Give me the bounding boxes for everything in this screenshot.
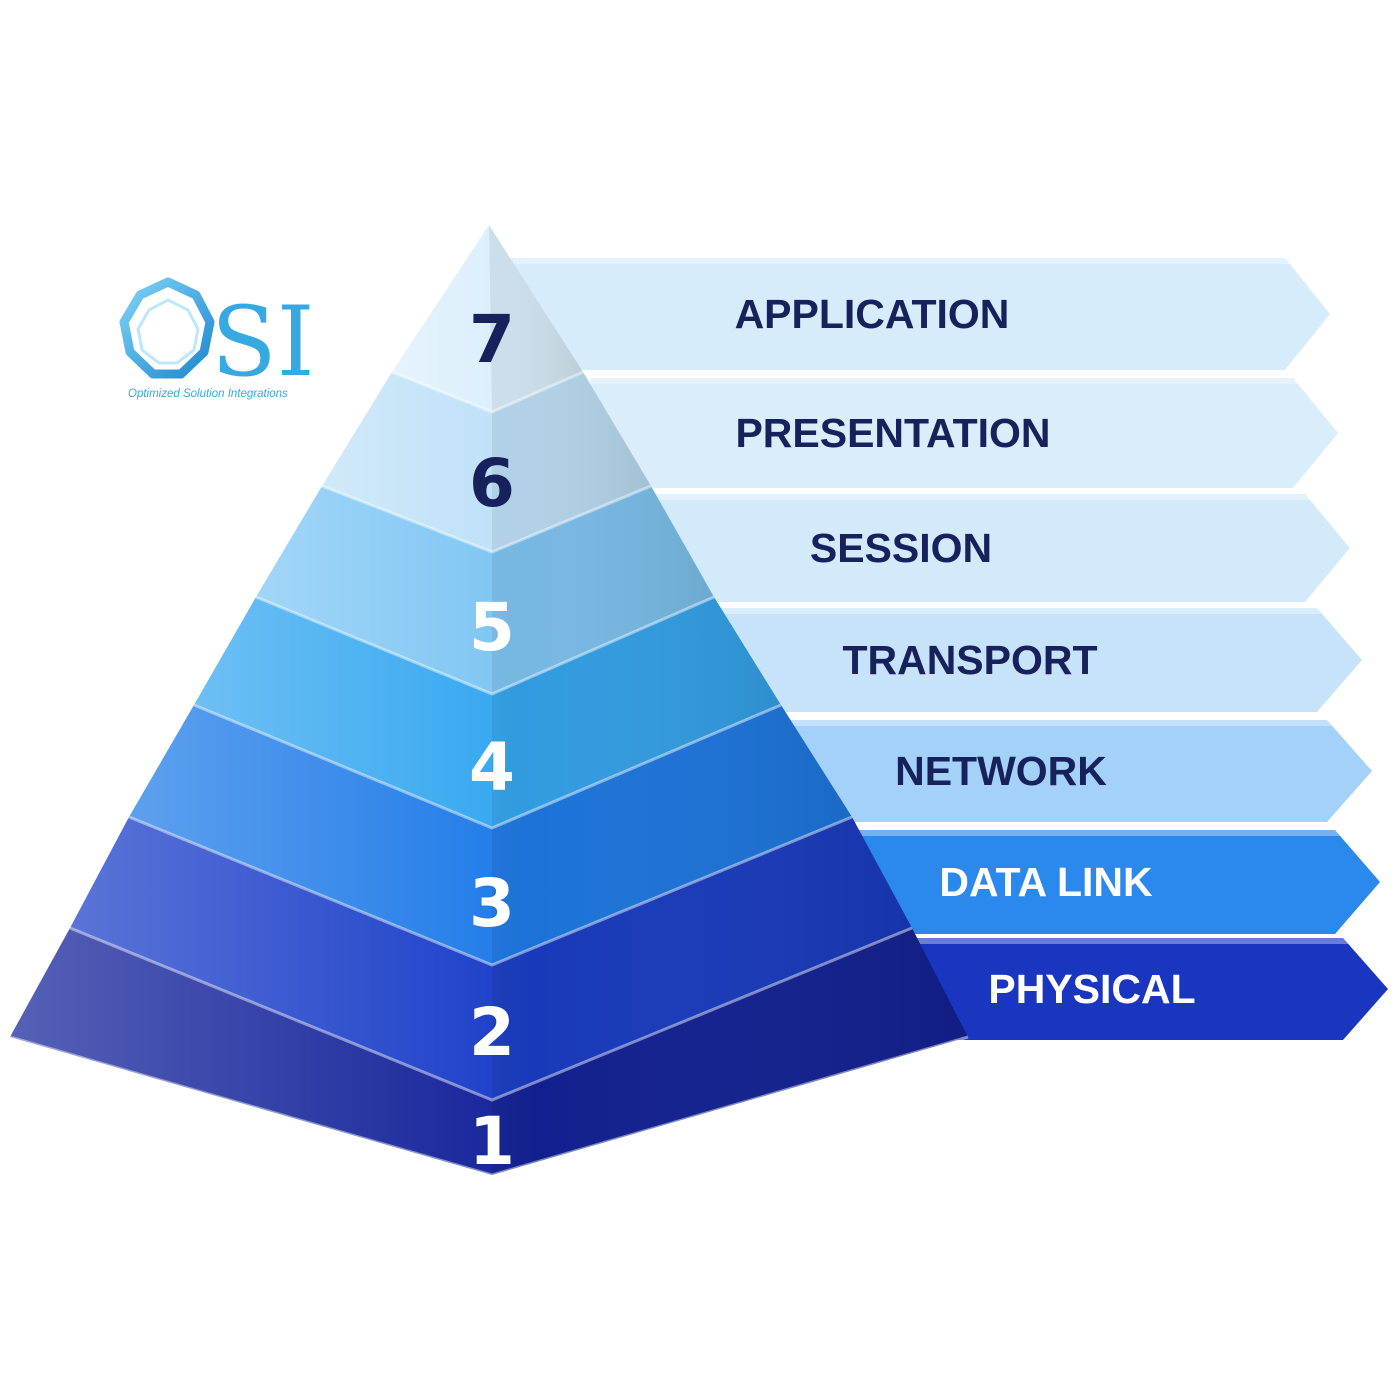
osi-logo: SI Optimized Solution Integrations [119, 277, 315, 400]
layer-band: SESSION [655, 494, 1350, 602]
layer-band-arrow [590, 378, 1338, 488]
layer-band-arrow [655, 494, 1350, 602]
layer-band-highlight [852, 830, 1340, 836]
pyramid-tiers: 1 2 3 4 5 6 7 [9, 225, 969, 1180]
layer-band-arrow [852, 830, 1380, 934]
layer-band: PHYSICAL [912, 938, 1388, 1040]
logo-tagline: Optimized Solution Integrations [128, 388, 288, 400]
layer-band-highlight [655, 494, 1310, 500]
layer-band-highlight [590, 378, 1298, 384]
pyramid-tier-edge [128, 815, 853, 967]
pyramid-tier-edge [321, 484, 652, 554]
layer-band: TRANSPORT [720, 608, 1362, 712]
logo-letters: SI [211, 286, 315, 398]
layer-name-label: SESSION [810, 525, 992, 571]
heptagon-logo-inner-icon [136, 298, 200, 365]
layer-bands: PHYSICAL DATA LINK NETWORK TRANSPORT SESSION… [510, 258, 1388, 1040]
pyramid-tier: 6 [321, 372, 652, 554]
pyramid-tier: 3 [128, 705, 853, 967]
layer-band-highlight [510, 258, 1290, 264]
layer-name-label: TRANSPORT [842, 637, 1097, 683]
pyramid-tier-edge [69, 926, 913, 1102]
layer-band: APPLICATION [510, 258, 1330, 370]
pyramid-tier: 4 [193, 597, 782, 830]
pyramid-tier-edge [391, 370, 584, 414]
layer-name-label: PHYSICAL [988, 966, 1195, 1012]
pyramid-tier-sheen [392, 225, 583, 412]
layer-number: 3 [469, 865, 515, 942]
layer-number: 2 [469, 994, 515, 1071]
layer-name-label: NETWORK [895, 748, 1107, 794]
layer-name-label: PRESENTATION [735, 410, 1050, 456]
layer-band: PRESENTATION [590, 378, 1338, 488]
pyramid-tier-sheen [129, 705, 852, 965]
layer-number: 5 [469, 589, 515, 666]
layer-band-highlight [912, 938, 1348, 944]
pyramid-tier-sheen [194, 597, 781, 828]
layer-band-arrow [720, 608, 1362, 712]
layer-number: 7 [469, 301, 515, 378]
layer-number: 6 [469, 445, 515, 522]
layer-number: 1 [469, 1103, 515, 1180]
layer-name-label: APPLICATION [735, 291, 1010, 337]
layer-band: NETWORK [785, 720, 1372, 822]
layer-band-arrow [510, 258, 1330, 370]
pyramid-tier-edge [255, 595, 715, 696]
layer-band-highlight [720, 608, 1322, 614]
layer-band: DATA LINK [852, 830, 1380, 934]
heptagon-logo-icon [119, 277, 215, 379]
pyramid-tier-edge [193, 703, 782, 830]
pyramid-tier: 5 [255, 486, 715, 696]
layer-band-arrow [785, 720, 1372, 822]
layer-name-label: DATA LINK [939, 859, 1153, 905]
pyramid-tier: 7 [391, 225, 584, 414]
pyramid-tier-edge [9, 1035, 969, 1177]
layer-number: 4 [469, 729, 515, 806]
layer-band-highlight [785, 720, 1332, 726]
layer-band-arrow [912, 938, 1388, 1040]
pyramid-tier-sheen [256, 486, 714, 694]
pyramid-tier-sheen [322, 372, 651, 552]
